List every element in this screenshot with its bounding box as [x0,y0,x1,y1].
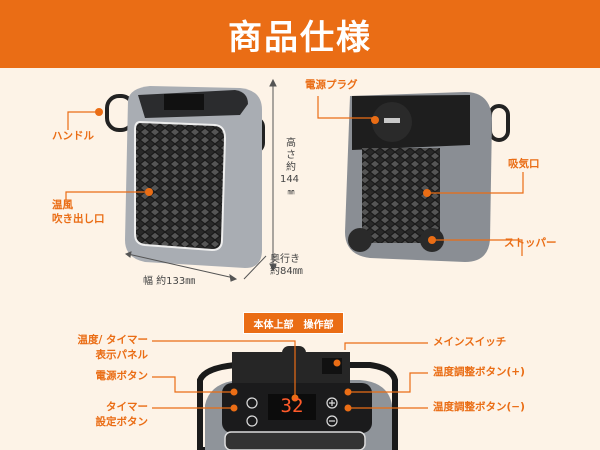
height-dimension: 高 さ 約 144 ㎜ [279,138,300,196]
timer-button-label-line1: タイマー [106,401,148,413]
depth-label-line1: 奥行き [270,254,300,265]
display-panel-label-line1: 温度/ タイマー [77,334,149,346]
power-button-label: 電源ボタン [95,370,149,382]
handle-label: ハンドル [52,130,94,142]
header-banner: 商品仕様 [0,0,600,68]
back-heater-image [345,92,510,262]
width-label: 幅 約133㎜ [143,276,196,287]
stopper-label: ストッパー [504,237,557,249]
front-heater-image [105,86,265,268]
control-panel-image [197,346,398,450]
temp-down-label: 温度調整ボタン(−) [433,401,525,413]
outlet-label-line2: 吹き出し口 [52,213,105,225]
outlet-label-line1: 温風 [52,199,73,211]
display-panel-label-line2: 表示パネル [95,349,149,361]
depth-label-line2: 約84㎜ [270,266,303,277]
main-switch-label: メインスイッチ [433,336,507,348]
page-title: 商品仕様 [228,17,372,58]
timer-button-label-line2: 設定ボタン [95,416,149,428]
temperature-display: 32 [280,395,304,417]
section-title-box: 本体上部 操作部 [243,312,344,334]
intake-label: 吸気口 [508,158,540,170]
dimension-arrows [124,78,277,282]
temp-up-label: 温度調整ボタン(+) [433,366,525,378]
plug-label: 電源プラグ [305,79,358,91]
